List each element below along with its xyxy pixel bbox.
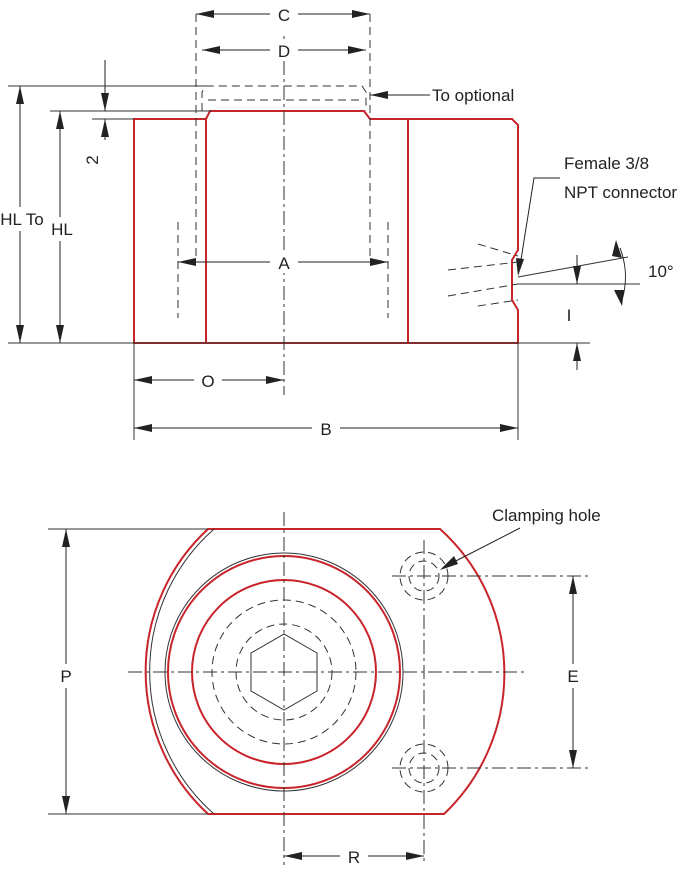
label-hl: HL (51, 220, 73, 239)
label-e: E (567, 667, 578, 686)
port-angle-line (517, 256, 629, 278)
clamping-hole-leader (445, 527, 521, 567)
label-clamping-hole: Clamping hole (492, 506, 601, 525)
body-outline (133, 110, 519, 344)
label-a: A (278, 254, 290, 273)
label-hl-to: HL To (0, 210, 43, 229)
label-female-line2: NPT connector (564, 183, 677, 202)
label-d: D (278, 42, 290, 61)
label-2: 2 (83, 155, 102, 164)
top-view: Clamping hole P E R (48, 506, 601, 867)
top-outer-outline (144, 528, 506, 815)
label-p: P (60, 667, 71, 686)
label-i: I (567, 306, 572, 325)
hex-socket (250, 633, 318, 711)
port-hidden-2 (447, 283, 519, 297)
label-r: R (348, 848, 360, 867)
label-o: O (201, 372, 214, 391)
female-leader (519, 177, 560, 267)
label-b: B (320, 420, 331, 439)
port-hidden-4 (477, 243, 519, 257)
label-to-optional: To optional (432, 86, 514, 105)
label-c: C (278, 6, 290, 25)
port-hidden-3 (477, 299, 519, 307)
label-female-line1: Female 3/8 (564, 154, 649, 173)
angle-arrow-top (612, 240, 622, 258)
label-angle: 10° (648, 262, 674, 281)
side-view: C D To optional 2 HL To HL (0, 3, 677, 440)
port-hidden-1 (447, 261, 519, 271)
top-outer-thin (149, 528, 215, 815)
angle-arrow-bottom (614, 290, 624, 306)
